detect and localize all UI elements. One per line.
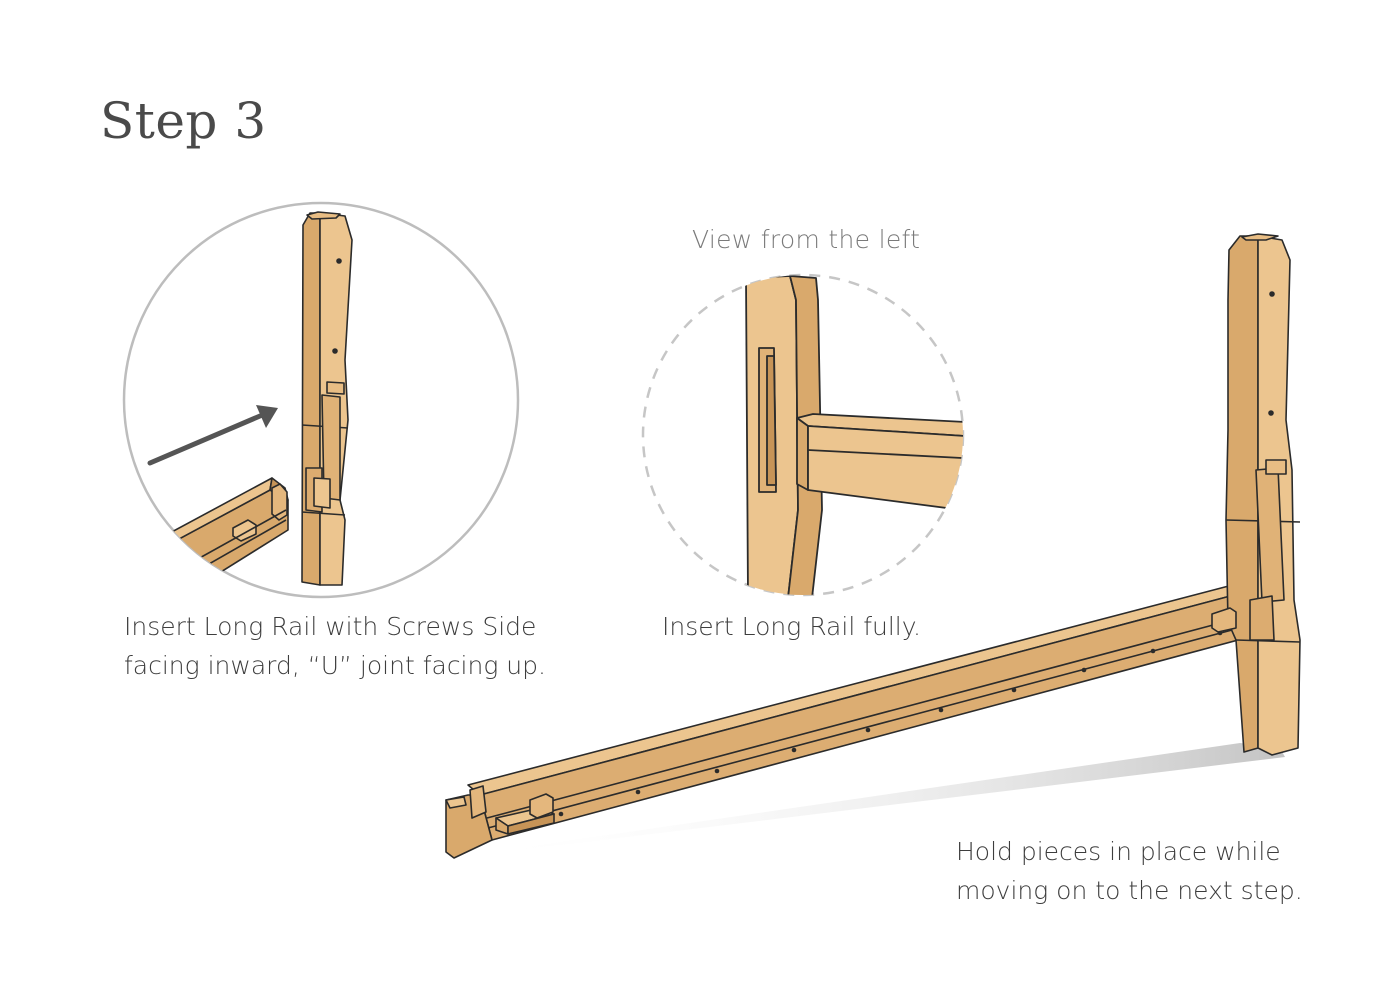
- caption-line: Hold pieces in place while: [956, 837, 1281, 866]
- insert-direction-arrow: [147, 405, 278, 466]
- long-rail-side: [796, 413, 963, 511]
- step-title: Step 3: [100, 92, 267, 150]
- main-leg-post: [1211, 233, 1301, 756]
- caption-insert-fully: Insert Long Rail fully.: [662, 607, 982, 646]
- detail-circle-side-view: [641, 273, 965, 597]
- screw-holes: [558, 630, 1223, 817]
- caption-line: moving on to the next step.: [956, 876, 1303, 905]
- caption-insert-rail: Insert Long Rail with Screws Side facing…: [124, 607, 594, 685]
- leg-post: [301, 211, 353, 586]
- caption-line: facing inward, “U” joint facing up.: [124, 651, 546, 680]
- caption-hold-pieces: Hold pieces in place while moving on to …: [956, 832, 1356, 910]
- caption-line: Insert Long Rail with Screws Side: [124, 612, 537, 641]
- detail-view-label: View from the left: [692, 225, 921, 254]
- detail-circle-insert: [122, 201, 520, 599]
- floor-shadow: [470, 743, 1285, 855]
- caption-line: Insert Long Rail fully.: [662, 612, 921, 641]
- main-assembly: [445, 233, 1301, 859]
